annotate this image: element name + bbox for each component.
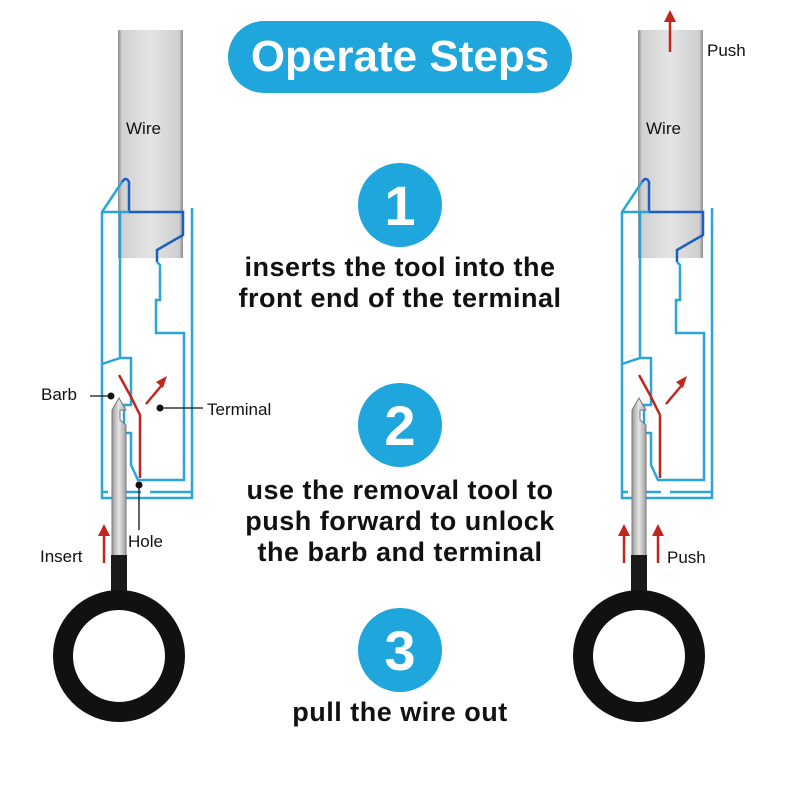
- step-1-text: inserts the tool into the front end of t…: [200, 252, 600, 314]
- step-3-text: pull the wire out: [200, 697, 600, 728]
- barb-label: Barb: [41, 385, 77, 404]
- step-3-badge: 3: [358, 608, 442, 692]
- left-annotations: Wire Barb Terminal Hole Insert: [40, 119, 271, 566]
- step-2-badge: 2: [358, 383, 442, 467]
- step-1-line: inserts the tool into the: [244, 252, 556, 282]
- step-1-badge: 1: [358, 163, 442, 247]
- terminal-label: Terminal: [207, 400, 271, 419]
- step-1-line: front end of the terminal: [238, 283, 562, 313]
- step-2-line: use the removal tool to: [246, 475, 554, 505]
- right-wire-label: Wire: [646, 119, 681, 138]
- push-top-label: Push: [707, 41, 746, 60]
- step-3-line: pull the wire out: [292, 697, 508, 727]
- step-2-line: the barb and terminal: [257, 537, 543, 567]
- left-wire-label: Wire: [126, 119, 161, 138]
- step-2-text: use the removal tool to push forward to …: [200, 475, 600, 568]
- page-title: Operate Steps: [228, 21, 572, 93]
- insert-label: Insert: [40, 547, 83, 566]
- right-annotations: Wire Push Push: [618, 10, 746, 567]
- push-bottom-label: Push: [667, 548, 706, 567]
- step-2-line: push forward to unlock: [245, 506, 555, 536]
- hole-label: Hole: [128, 532, 163, 551]
